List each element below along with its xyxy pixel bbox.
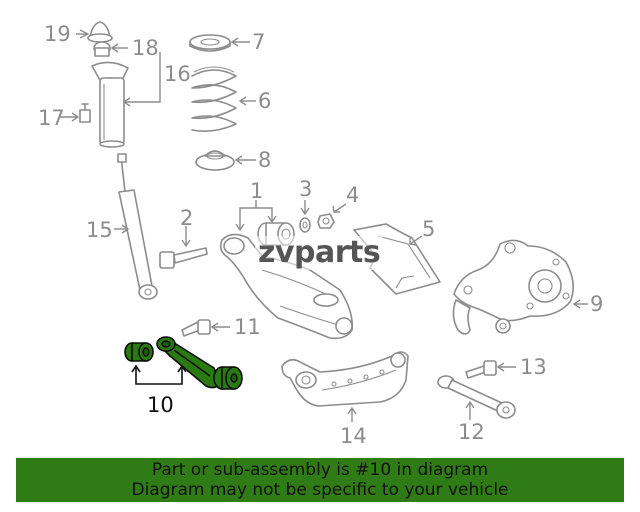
part-11-bolt	[181, 319, 211, 337]
callout-4: 4	[346, 183, 359, 207]
callout-3: 3	[299, 177, 312, 201]
part-7-insulator	[189, 34, 231, 52]
part-4-nut	[317, 213, 335, 229]
callout-1: 1	[250, 179, 263, 203]
part-9-knuckle	[452, 239, 574, 335]
leader-lines	[60, 29, 588, 422]
watermark: zvparts	[255, 235, 383, 270]
part-10-rear-arm-assembly	[124, 336, 243, 390]
part-16-shock-upper	[91, 61, 129, 148]
part-8-lower-seat	[195, 150, 235, 171]
part-17-bolt	[79, 103, 91, 123]
callout-7: 7	[252, 30, 265, 54]
callout-6: 6	[258, 89, 271, 113]
part-6-coil-spring	[191, 66, 237, 132]
callout-16: 16	[164, 62, 191, 86]
part-3-washer	[299, 217, 311, 233]
part-15-shock-absorber	[117, 153, 158, 300]
part-12-toe-link	[437, 375, 516, 419]
callout-15: 15	[86, 218, 113, 242]
callout-2: 2	[180, 206, 193, 230]
callout-13: 13	[520, 355, 547, 379]
callout-17: 17	[38, 106, 65, 130]
callout-12: 12	[458, 420, 485, 444]
callout-14: 14	[340, 424, 367, 448]
part-13-bolt	[465, 360, 497, 379]
banner-line-1: Part or sub-assembly is #10 in diagram	[151, 460, 489, 480]
info-banner: Part or sub-assembly is #10 in diagram D…	[16, 458, 624, 502]
callout-18: 18	[132, 36, 159, 60]
part-14-trailing-arm	[281, 351, 409, 407]
callout-19: 19	[44, 22, 71, 46]
banner-line-2: Diagram may not be specific to your vehi…	[131, 480, 509, 500]
part-19-cap	[87, 21, 113, 43]
callout-10: 10	[147, 393, 174, 417]
part-2-bolt	[159, 247, 208, 269]
callout-labels: 19 18 16 17 7 6 8 15 1 2 3 4 5 9 11 10 1…	[38, 22, 603, 448]
callout-8: 8	[258, 148, 271, 172]
watermark-text: zvparts	[258, 235, 380, 270]
callout-9: 9	[590, 292, 603, 316]
callout-5: 5	[422, 217, 435, 241]
callout-11: 11	[234, 315, 261, 339]
part-18-bumper	[93, 41, 111, 57]
